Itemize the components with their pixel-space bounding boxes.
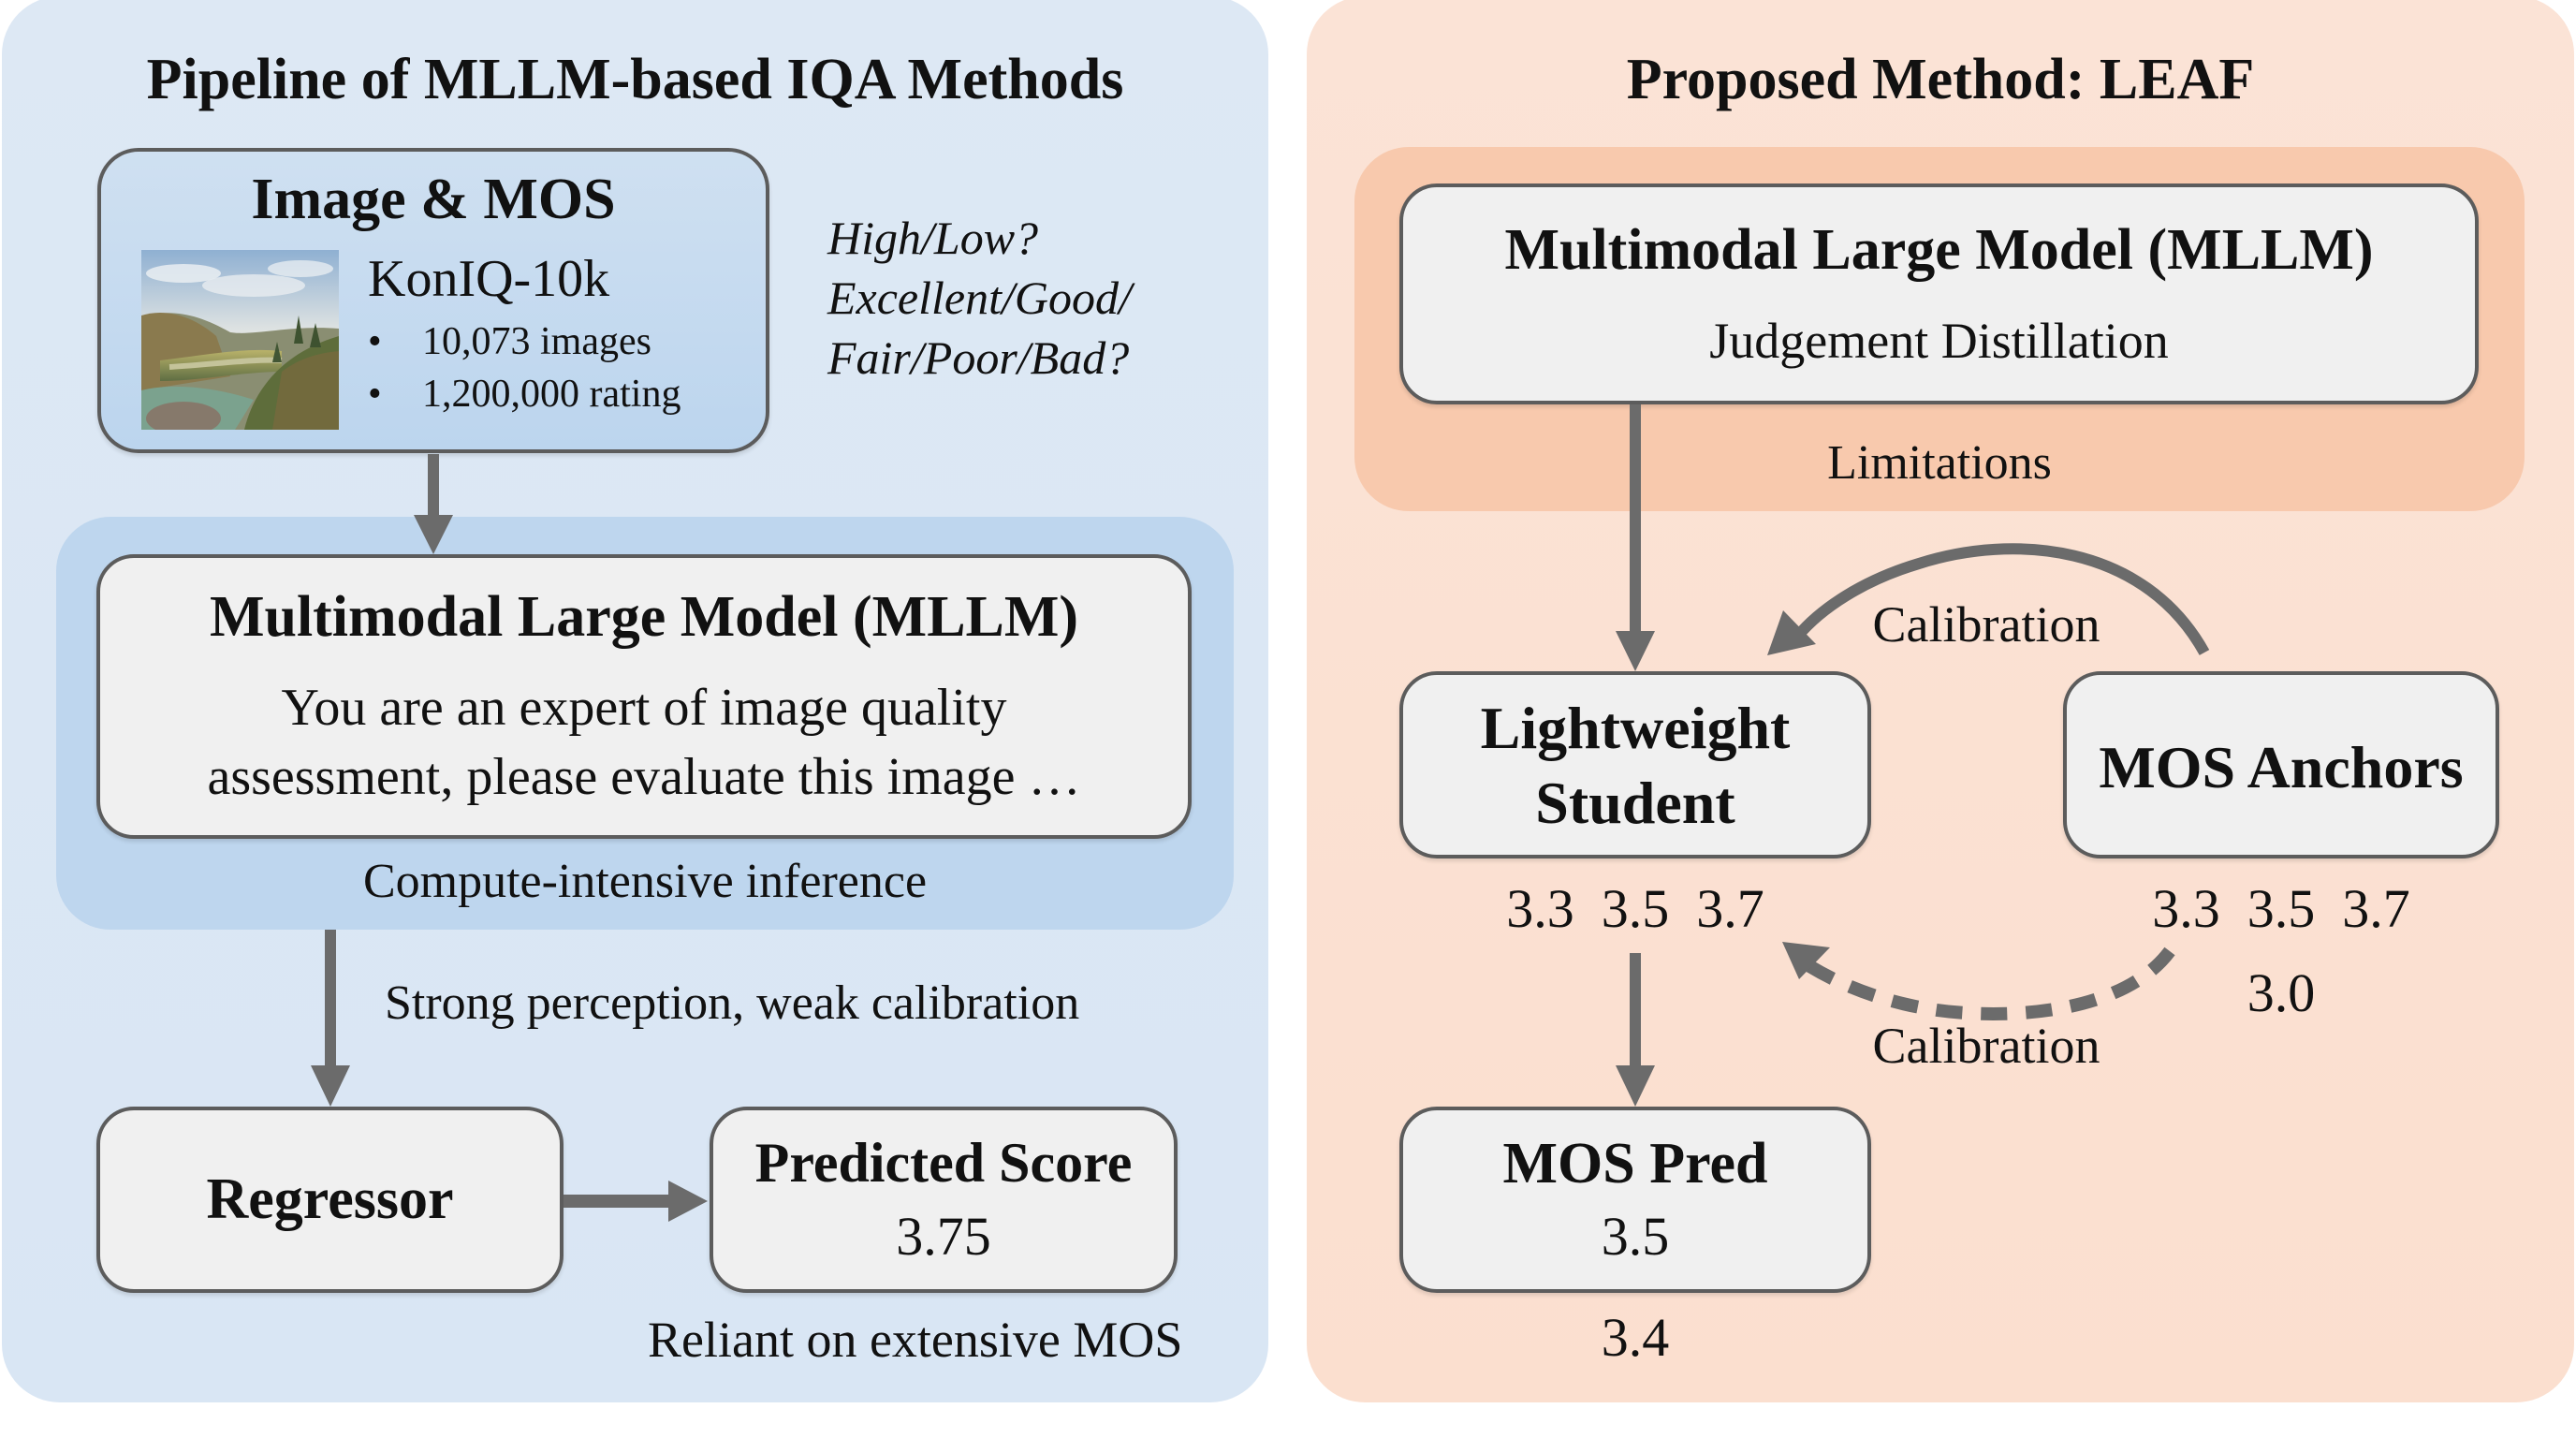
- landscape-photo-icon: [141, 250, 339, 430]
- mos-pred-box: [1399, 1107, 1871, 1293]
- mllm-title-right: Multimodal Large Model (MLLM): [1504, 218, 2374, 282]
- mos-pred-title: MOS Pred: [1502, 1132, 1768, 1196]
- dataset-bullet-ratings: •1,200,000 rating: [368, 373, 681, 416]
- anchor-scores: 3.3 3.5 3.7: [2152, 878, 2410, 939]
- judgement-distillation-label: Judgement Distillation: [1709, 313, 2169, 369]
- anchor-extra-score: 3.0: [2247, 962, 2316, 1023]
- below-pred-value: 3.4: [1601, 1307, 1670, 1368]
- mos-pred-value: 3.5: [1601, 1206, 1670, 1267]
- bullet-icon: •: [368, 373, 382, 416]
- left-panel-title: Pipeline of MLLM-based IQA Methods: [146, 48, 1124, 111]
- limitations-label: Limitations: [1827, 436, 2052, 490]
- compute-intensive-caption: Compute-intensive inference: [362, 855, 928, 908]
- mllm-box-left: [96, 554, 1192, 839]
- predicted-score-box: [710, 1107, 1178, 1293]
- rating-question-text: High/Low? Excellent/Good/ Fair/Poor/Bad?: [827, 208, 1132, 388]
- mllm-title-left: Multimodal Large Model (MLLM): [209, 585, 1079, 649]
- mos-anchors-title: MOS Anchors: [2099, 734, 2464, 800]
- right-panel-title: Proposed Method: LEAF: [1626, 48, 2255, 111]
- bullet-icon: •: [368, 320, 382, 363]
- question-line-1: High/Low?: [827, 212, 1039, 264]
- question-line-2: Excellent/Good/: [827, 271, 1132, 324]
- calibration-label-bottom: Calibration: [1872, 1018, 2100, 1074]
- reliant-on-mos-caption: Reliant on extensive MOS: [648, 1312, 1183, 1368]
- student-scores: 3.3 3.5 3.7: [1506, 878, 1764, 939]
- predicted-score-value: 3.75: [896, 1206, 991, 1267]
- question-line-3: Fair/Poor/Bad?: [827, 331, 1130, 384]
- lightweight-student-box: [1399, 671, 1871, 858]
- mllm-prompt-line-1: You are an expert of image quality: [281, 679, 1007, 737]
- mllm-prompt-line-2: assessment, please evaluate this image …: [207, 748, 1081, 806]
- calibration-label-top: Calibration: [1872, 596, 2100, 653]
- student-title-line-2: Student: [1535, 770, 1735, 836]
- regressor-box: [96, 1107, 564, 1293]
- mllm-box-right: [1399, 183, 2479, 404]
- mos-anchors-box: [2063, 671, 2499, 858]
- regressor-label: Regressor: [206, 1167, 454, 1231]
- dataset-name: KonIQ-10k: [368, 250, 610, 308]
- predicted-score-title: Predicted Score: [754, 1132, 1133, 1194]
- strong-perception-label: Strong perception, weak calibration: [385, 976, 1080, 1030]
- image-mos-title: Image & MOS: [251, 168, 616, 231]
- dataset-bullet-images: •10,073 images: [368, 320, 651, 363]
- student-title-line-1: Lightweight: [1480, 695, 1791, 761]
